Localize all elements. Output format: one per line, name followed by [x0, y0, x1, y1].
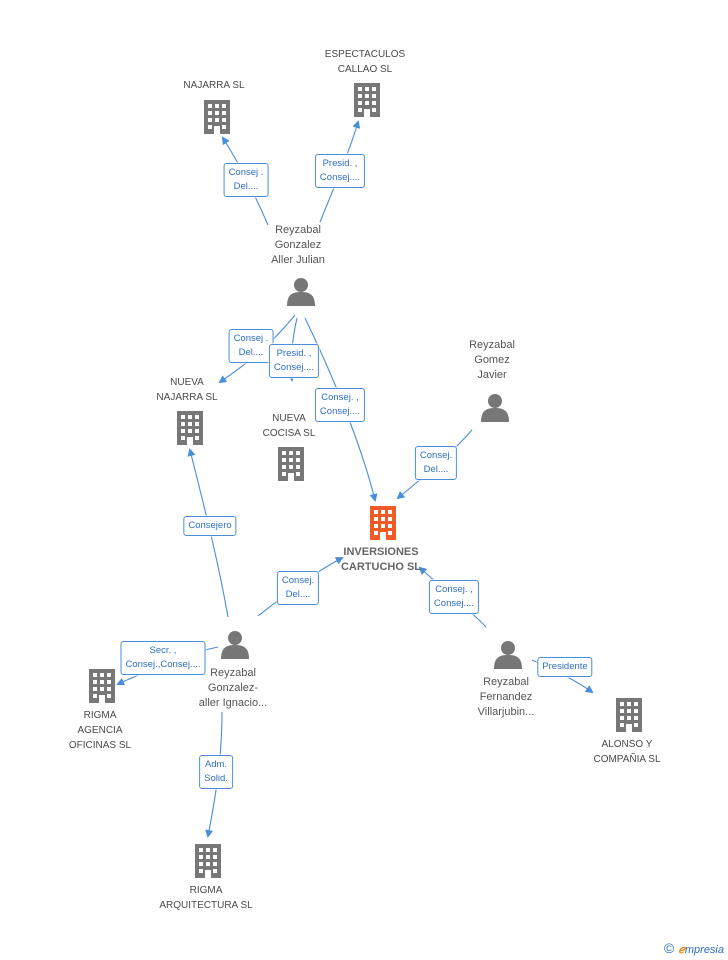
- company-label-line: CARTUCHO SL: [340, 561, 422, 573]
- company-label-line: OFICINAS SL: [68, 740, 132, 751]
- person-icon: [494, 641, 522, 669]
- relation-label-line: Consej .: [233, 333, 269, 344]
- building-icon: [278, 447, 304, 481]
- relation-label-line: Secr. ,: [149, 645, 177, 656]
- company-espectaculos-callao[interactable]: ESPECTACULOS CALLAO SL: [325, 47, 405, 77]
- person-label-line: Villarjubin...: [477, 706, 535, 718]
- relation-label-line: Consej....: [319, 406, 361, 417]
- building-icon-center: [370, 506, 396, 540]
- person-label-line: Reyzabal: [210, 667, 256, 679]
- relation-label-line: Adm.: [204, 759, 228, 770]
- company-label-line: AGENCIA: [77, 725, 123, 736]
- person-ignacio[interactable]: Reyzabal Gonzalez- aller Ignacio...: [199, 666, 267, 711]
- relation-label-line: Consej....: [319, 172, 361, 183]
- relation-label[interactable]: Adm. Solid.: [199, 755, 233, 789]
- relation-label[interactable]: Secr. , Consej.,Consej....: [120, 641, 206, 675]
- relation-label[interactable]: Consej . Del....: [223, 163, 269, 197]
- relation-label[interactable]: Consej. , Consej....: [428, 580, 480, 614]
- building-icon: [89, 669, 115, 703]
- relation-label-line: Del....: [238, 347, 264, 358]
- company-label-line: CALLAO SL: [337, 64, 393, 75]
- building-icon: [354, 83, 380, 117]
- person-label-line: Reyzabal: [483, 676, 529, 688]
- relation-label-line: Consej....: [433, 598, 475, 609]
- relation-label-line: Del....: [285, 589, 311, 600]
- person-label-line: Aller Julian: [271, 254, 325, 266]
- company-label-line: NUEVA: [170, 377, 204, 388]
- company-nueva-cocisa[interactable]: NUEVA COCISA SL: [263, 411, 316, 441]
- company-label-line: NUEVA: [272, 413, 306, 424]
- person-icon: [221, 631, 249, 659]
- company-label-line: COCISA SL: [262, 428, 316, 439]
- relation-label-line: Del....: [233, 181, 259, 192]
- company-label-line: INVERSIONES: [343, 546, 419, 558]
- person-label-line: aller Ignacio...: [198, 697, 268, 709]
- relation-label[interactable]: Consej. Del....: [414, 446, 458, 480]
- edges: [116, 120, 594, 838]
- relation-label-line: Consej.: [419, 450, 453, 461]
- company-label-line: ESPECTACULOS: [324, 49, 406, 60]
- building-icon: [204, 100, 230, 134]
- relation-label-line: Solid.: [204, 773, 228, 784]
- relation-label[interactable]: Consej. , Consej....: [314, 388, 366, 422]
- relation-label-line: Consej....: [273, 362, 315, 373]
- relation-label[interactable]: Presidente: [537, 657, 593, 677]
- company-nueva-najarra[interactable]: NUEVA NAJARRA SL: [156, 375, 217, 405]
- brand-name: mpresia: [684, 944, 724, 956]
- company-najarra[interactable]: NAJARRA SL: [183, 78, 244, 93]
- company-inversiones-cartucho[interactable]: INVERSIONES CARTUCHO SL: [341, 545, 421, 575]
- person-label-line: Reyzabal: [275, 224, 321, 236]
- building-icon: [195, 844, 221, 878]
- person-javier[interactable]: Reyzabal Gomez Javier: [469, 338, 515, 383]
- empresia-logo: ©ℯmpresia: [664, 940, 724, 956]
- copyright-icon: ©: [664, 940, 675, 956]
- company-label-line: NAJARRA SL: [156, 392, 218, 403]
- company-rigma-agencia[interactable]: RIGMA AGENCIA OFICINAS SL: [69, 708, 131, 753]
- relation-label-line: Presid. ,: [276, 348, 312, 359]
- brand-e: ℯ: [678, 944, 685, 956]
- person-julian[interactable]: Reyzabal Gonzalez Aller Julian: [271, 223, 325, 268]
- company-label-line: ALONSO Y: [601, 739, 653, 750]
- relation-label-line: Consej. ,: [435, 584, 473, 595]
- relation-label[interactable]: Consej . Del....: [228, 329, 274, 363]
- person-label-line: Gonzalez-: [207, 682, 259, 694]
- company-label-line: NAJARRA SL: [183, 80, 245, 91]
- person-icon: [287, 278, 315, 306]
- relation-label[interactable]: Presid. , Consej....: [314, 154, 366, 188]
- relation-label[interactable]: Consejero: [183, 516, 237, 536]
- building-icon: [177, 411, 203, 445]
- relation-label-line: Consejero: [188, 520, 232, 531]
- person-label-line: Fernandez: [479, 691, 533, 703]
- person-icon: [481, 394, 509, 422]
- relation-label[interactable]: Consej. Del....: [276, 571, 320, 605]
- company-label-line: COMPAÑIA SL: [593, 754, 661, 765]
- person-fernandez[interactable]: Reyzabal Fernandez Villarjubin...: [478, 675, 535, 720]
- relation-label-line: Del....: [423, 464, 449, 475]
- company-label-line: RIGMA: [83, 710, 117, 721]
- person-label-line: Gomez: [474, 354, 510, 366]
- relation-label-line: Consej.,Consej....: [125, 659, 201, 670]
- relation-label[interactable]: Presid. , Consej....: [268, 344, 320, 378]
- relation-label-line: Presidente: [542, 661, 588, 672]
- company-label-line: ARQUITECTURA SL: [159, 900, 253, 911]
- relation-label-line: Consej .: [228, 167, 264, 178]
- company-label-line: RIGMA: [189, 885, 223, 896]
- person-label-line: Javier: [477, 369, 507, 381]
- person-label-line: Gonzalez: [274, 239, 322, 251]
- company-alonso[interactable]: ALONSO Y COMPAÑIA SL: [593, 737, 660, 767]
- relation-label-line: Consej.: [281, 575, 315, 586]
- relation-label-line: Presid. ,: [322, 158, 358, 169]
- building-icon: [616, 698, 642, 732]
- company-rigma-arquitectura[interactable]: RIGMA ARQUITECTURA SL: [159, 883, 252, 913]
- person-label-line: Reyzabal: [469, 339, 515, 351]
- relation-label-line: Consej. ,: [321, 392, 359, 403]
